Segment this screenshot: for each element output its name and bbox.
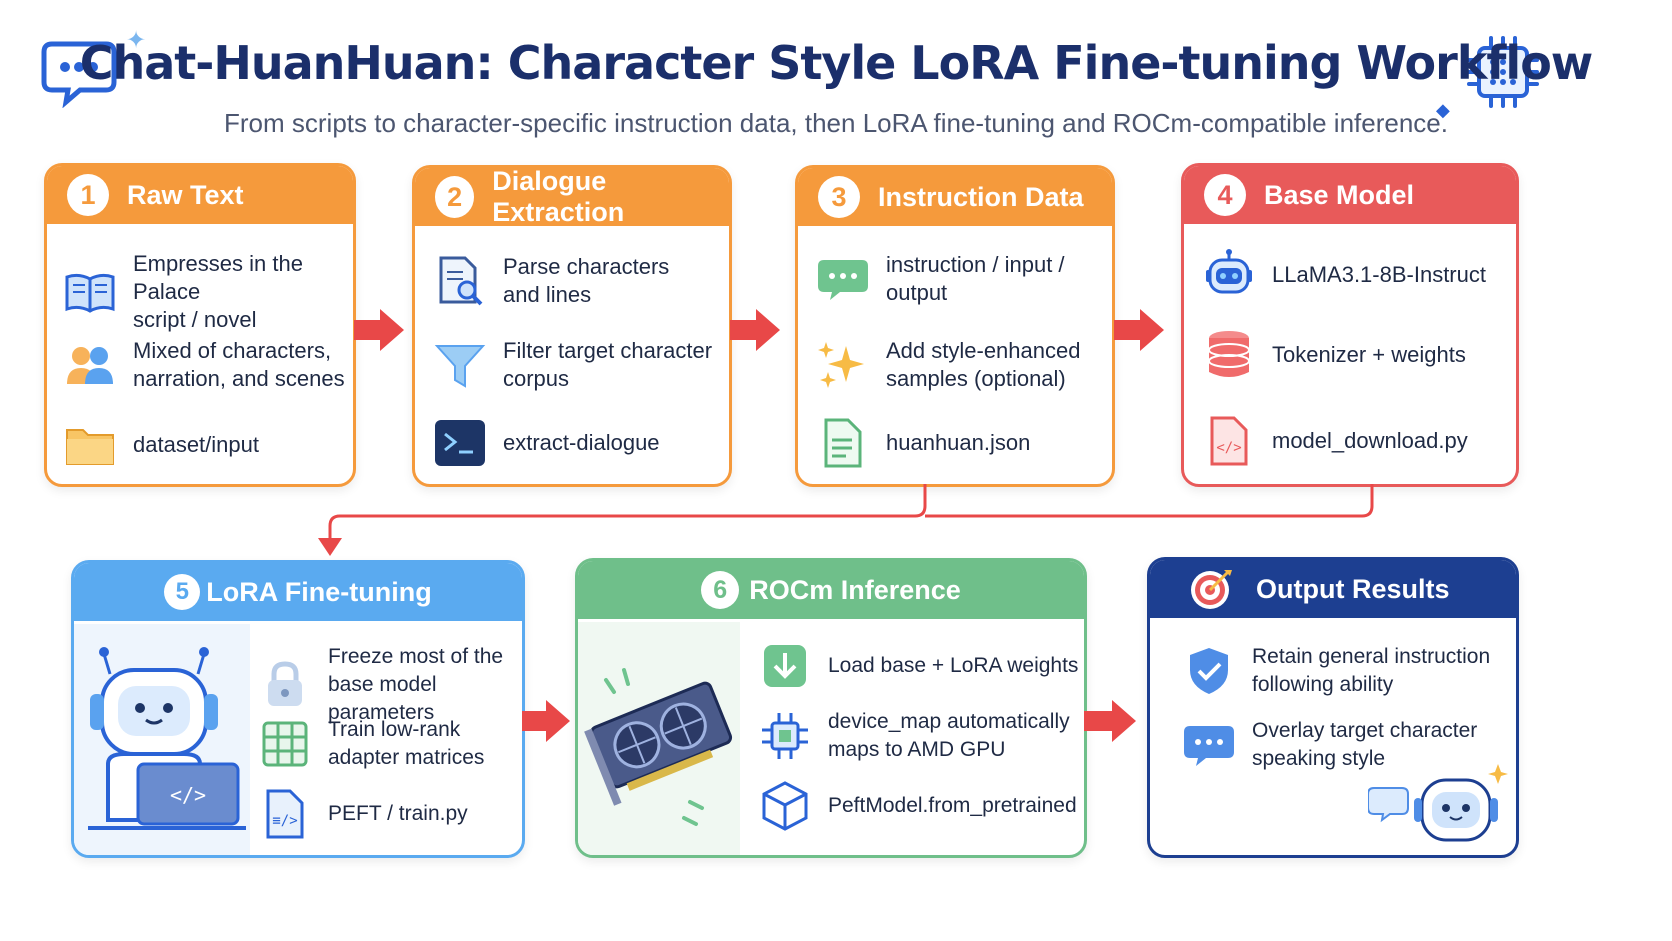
list-item: Parse characters and lines [431, 252, 669, 310]
download-icon [756, 637, 814, 695]
chip-logo-icon [1465, 34, 1541, 110]
step-card-dialogue-extraction: 2 Dialogue Extraction Parse characters a… [412, 165, 732, 487]
step-title: ROCm Inference [749, 574, 961, 605]
list-item: LLaMA3.1-8B-Instruct [1200, 246, 1486, 304]
sparkle-icon [814, 336, 872, 394]
step-card-lora-fine-tuning: 5 LoRA Fine-tuning </> Freeze most of th… [71, 560, 525, 858]
database-icon [1200, 326, 1258, 384]
list-item: Empresses in the Palace script / novel [61, 250, 353, 334]
list-item: Filter target character corpus [431, 336, 712, 394]
chat-bubble-icon [814, 250, 872, 308]
step-number: 3 [818, 176, 860, 218]
step-title: Raw Text [127, 179, 244, 210]
lock-icon [256, 656, 314, 714]
target-icon [1188, 566, 1234, 612]
list-item: PeftModel.from_pretrained [756, 777, 1077, 835]
page-subtitle: From scripts to character-specific instr… [224, 108, 1448, 138]
robot-icon [1200, 246, 1258, 304]
sparkle-decoration-icon: ◆ [1436, 100, 1450, 120]
list-item: Overlay target character speaking style [1180, 716, 1477, 774]
step-title: LoRA Fine-tuning [206, 576, 432, 607]
book-icon [61, 263, 119, 321]
list-item: ≡/> PEFT / train.py [256, 785, 468, 843]
chip-icon [756, 707, 814, 765]
speech-bubble-icon [1180, 716, 1238, 774]
folder-icon [61, 416, 119, 474]
step-number: 6 [701, 571, 740, 609]
cube-icon [756, 777, 814, 835]
step-number: 1 [67, 174, 109, 216]
json-file-icon [814, 414, 872, 472]
list-item: Load base + LoRA weights [756, 637, 1078, 695]
robot-laptop-illustration: </> [74, 624, 250, 855]
list-item: Add style-enhanced samples (optional) [814, 336, 1080, 394]
list-item: Mixed of characters, narration, and scen… [61, 336, 345, 394]
step-card-rocm-inference: 6 ROCm Inference Load base + LoRA weight… [575, 558, 1087, 858]
list-item: </> model_download.py [1200, 412, 1468, 470]
step-card-instruction-data: 3 Instruction Data instruction / input /… [795, 165, 1115, 487]
step-number: 4 [1204, 174, 1246, 216]
step-title: Instruction Data [878, 181, 1084, 212]
list-item: Train low-rank adapter matrices [256, 715, 484, 773]
svg-text:≡/>: ≡/> [272, 813, 297, 829]
chat-logo-icon [40, 38, 120, 109]
list-item: Tokenizer + weights [1200, 326, 1466, 384]
step-number: 2 [435, 176, 475, 218]
list-item: huanhuan.json [814, 414, 1030, 472]
people-icon [61, 336, 119, 394]
step-number: 5 [164, 574, 201, 610]
document-search-icon [431, 252, 489, 310]
script-file-icon: ≡/> [256, 785, 314, 843]
step-card-output-results: Output Results Retain general instructio… [1147, 557, 1519, 858]
list-item: extract-dialogue [431, 414, 660, 472]
step-title: Base Model [1264, 179, 1415, 210]
shield-check-icon [1180, 642, 1238, 700]
list-item: device_map automatically maps to AMD GPU [756, 707, 1070, 765]
step-card-base-model: 4 Base Model LLaMA3.1-8B-Instruct Tokeni… [1181, 163, 1519, 487]
svg-text:</>: </> [1216, 440, 1241, 456]
step-title: Output Results [1256, 573, 1450, 604]
list-item: instruction / input / output [814, 250, 1065, 308]
sparkle-decoration-icon: ✦ [126, 27, 147, 54]
terminal-icon [431, 414, 489, 472]
page-title: Chat-HuanHuan: Character Style LoRA Fine… [79, 36, 1594, 90]
code-file-icon: </> [1200, 412, 1258, 470]
step-title: Dialogue Extraction [492, 166, 625, 227]
funnel-icon [431, 336, 489, 394]
list-item: dataset/input [61, 416, 259, 474]
list-item: Retain general instruction following abi… [1180, 642, 1490, 700]
grid-icon [256, 715, 314, 773]
gpu-card-illustration [578, 622, 740, 855]
list-item: Freeze most of the base model parameters [256, 643, 522, 727]
svg-text:</>: </> [170, 783, 206, 807]
robot-mascot-icon [1367, 762, 1508, 853]
